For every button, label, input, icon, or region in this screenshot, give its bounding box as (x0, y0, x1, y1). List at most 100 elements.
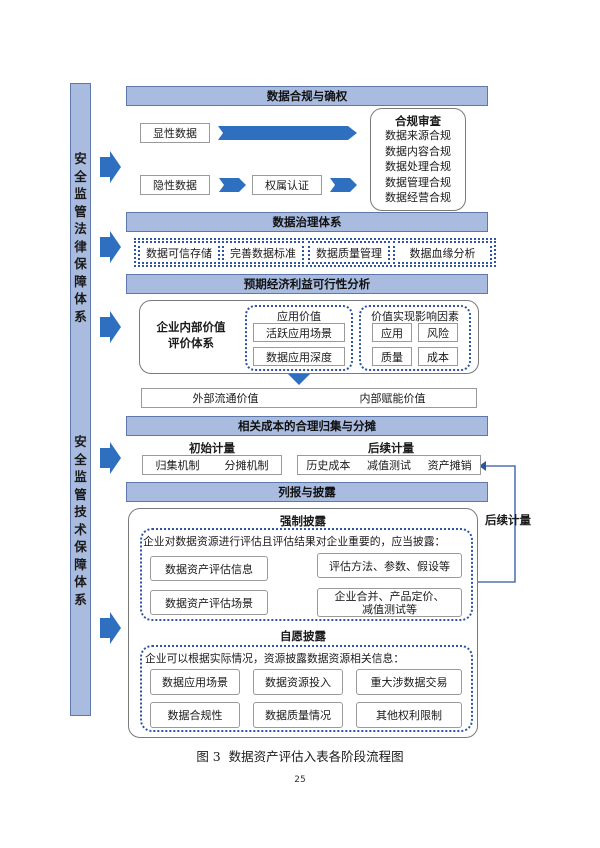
section_top-char: 体 (74, 291, 87, 306)
voluntary-item: 数据质量情况 (253, 702, 343, 728)
left-label-tech: 安全监管技术保障体系 (70, 433, 91, 608)
voluntary-item: 其他权利限制 (356, 702, 462, 728)
factor-item: 成本 (418, 347, 458, 366)
subsequent-item: 减值测试 (366, 459, 411, 472)
mandatory-left-item: 数据资产评估场景 (150, 590, 268, 615)
governance-item: 数据质量管理 (308, 241, 390, 264)
value-summary-box: 外部流通价值 内部赋能价值 (141, 388, 477, 408)
review-item: 数据经营合规 (385, 191, 451, 204)
review-item: 数据来源合规 (385, 129, 451, 142)
mandatory-right-line: 企业合并、产品定价、 (334, 589, 445, 603)
app-value-item: 活跃应用场景 (253, 323, 345, 342)
initial-measurement-title: 初始计量 (189, 441, 235, 455)
review-item: 数据内容合规 (385, 144, 451, 158)
voluntary-item: 数据应用场景 (150, 669, 240, 695)
initial-measurement-box: 归集机制 分摊机制 (142, 455, 282, 475)
app-value-title: 应用价值 (277, 310, 321, 323)
section_top-char: 监 (74, 186, 87, 201)
section_bottom-char: 管 (74, 486, 87, 502)
factor-item: 应用 (372, 323, 412, 342)
left-arrow-5 (100, 612, 121, 644)
mandatory-group (140, 528, 473, 621)
subsequent-item: 历史成本 (306, 459, 351, 472)
left-column-bar (70, 83, 91, 716)
implicit-arrow-a (219, 178, 246, 192)
review-item: 数据管理合规 (385, 175, 451, 189)
loop-arrowhead (479, 461, 486, 471)
review-item: 数据处理合规 (385, 160, 451, 173)
factor-item: 质量 (372, 347, 412, 366)
explicit-data-arrow (218, 126, 357, 140)
internal-value-label-1: 企业内部价值 (156, 320, 226, 334)
section_bottom-char: 障 (74, 556, 87, 572)
subsequent-item: 资产摊销 (427, 459, 472, 472)
page-number: 25 (294, 775, 306, 785)
factors-group (359, 305, 471, 371)
voluntary-group (140, 645, 473, 732)
loop-line (449, 465, 516, 583)
mandatory-text: 企业对数据资源进行评估且评估结果对企业重要的，应当披露： (143, 535, 446, 548)
voluntary-title: 自愿披露 (280, 629, 326, 643)
explicit-data-box: 显性数据 (140, 123, 210, 143)
governance-item: 数据可信存储 (138, 241, 220, 264)
factor-item: 风险 (418, 323, 458, 342)
mandatory-right-item-2: 企业合并、产品定价、 减值测试等 (317, 588, 462, 617)
section_top-char: 全 (74, 168, 87, 184)
compliance-review-list: 数据来源合规 数据内容合规 数据处理合规 数据管理合规 数据经营合规 (370, 128, 466, 206)
subsequent-measurement-title: 后续计量 (368, 441, 414, 455)
section_bottom-char: 体 (74, 574, 87, 589)
external-value: 外部流通价值 (192, 392, 259, 405)
factors-title: 价值实现影响因素 (371, 310, 459, 323)
left-arrow-4 (100, 442, 121, 474)
down-arrow (286, 372, 312, 385)
section_top-char: 管 (74, 203, 87, 219)
loop-label: 后续计量 (485, 513, 531, 527)
left-arrow-3 (100, 311, 121, 343)
section_top-char: 保 (74, 256, 87, 271)
economic-title-bar: 预期经济利益可行性分析 (126, 274, 488, 294)
disclosure-title-bar: 列报与披露 (126, 482, 488, 502)
section_top-char: 律 (74, 238, 87, 254)
voluntary-text: 企业可以根据实际情况，资源披露数据资源相关信息： (145, 652, 405, 665)
mandatory-right-item: 评估方法、参数、假设等 (317, 553, 462, 578)
section_bottom-char: 监 (74, 469, 87, 484)
subsequent-measurement-box: 历史成本 减值测试 资产摊销 (297, 455, 481, 475)
implicit-data-box: 隐性数据 (140, 175, 210, 195)
mandatory-title: 强制披露 (280, 514, 326, 528)
section_top-char: 安 (74, 151, 87, 166)
governance-container (134, 238, 496, 267)
governance-title-bar: 数据治理体系 (126, 212, 488, 232)
left-label-legal: 安全监管法律保障体系 (70, 150, 91, 325)
section_bottom-char: 术 (74, 521, 87, 537)
left-arrow-1 (100, 151, 121, 183)
cost-title-bar: 相关成本的合理归集与分摊 (126, 416, 488, 436)
section_top-char: 法 (74, 221, 87, 236)
figure-caption: 图 3 数据资产评估入表各阶段流程图 (196, 749, 404, 764)
initial-item: 归集机制 (155, 459, 200, 472)
left-arrow-2 (100, 231, 121, 263)
compliance-review-box (370, 108, 466, 211)
section_bottom-char: 安 (74, 434, 87, 449)
section_top-char: 系 (74, 308, 87, 324)
section_bottom-char: 技 (74, 504, 87, 519)
governance-item: 数据血缘分析 (393, 241, 492, 264)
initial-item: 分摊机制 (224, 459, 269, 472)
section_bottom-char: 系 (74, 591, 87, 607)
section_top-char: 障 (74, 273, 87, 289)
voluntary-item: 数据资源投入 (253, 669, 343, 695)
mandatory-right-line: 减值测试等 (362, 602, 417, 616)
section_bottom-char: 全 (74, 451, 87, 467)
ownership-box: 权属认证 (252, 175, 322, 195)
section_bottom-char: 保 (74, 539, 87, 554)
voluntary-item: 数据合规性 (150, 702, 240, 728)
mandatory-left-item: 数据资产评估信息 (150, 556, 268, 581)
disclosure-container (128, 508, 478, 738)
governance-item: 完善数据标准 (222, 241, 304, 264)
implicit-arrow-b (330, 178, 357, 192)
compliance-review-title: 合规审查 (395, 114, 441, 128)
voluntary-item: 重大涉数据交易 (356, 669, 462, 695)
app-value-item: 数据应用深度 (253, 347, 345, 366)
compliance-title-bar: 数据合规与确权 (126, 86, 488, 106)
internal-value-label-2: 评价体系 (168, 336, 214, 350)
